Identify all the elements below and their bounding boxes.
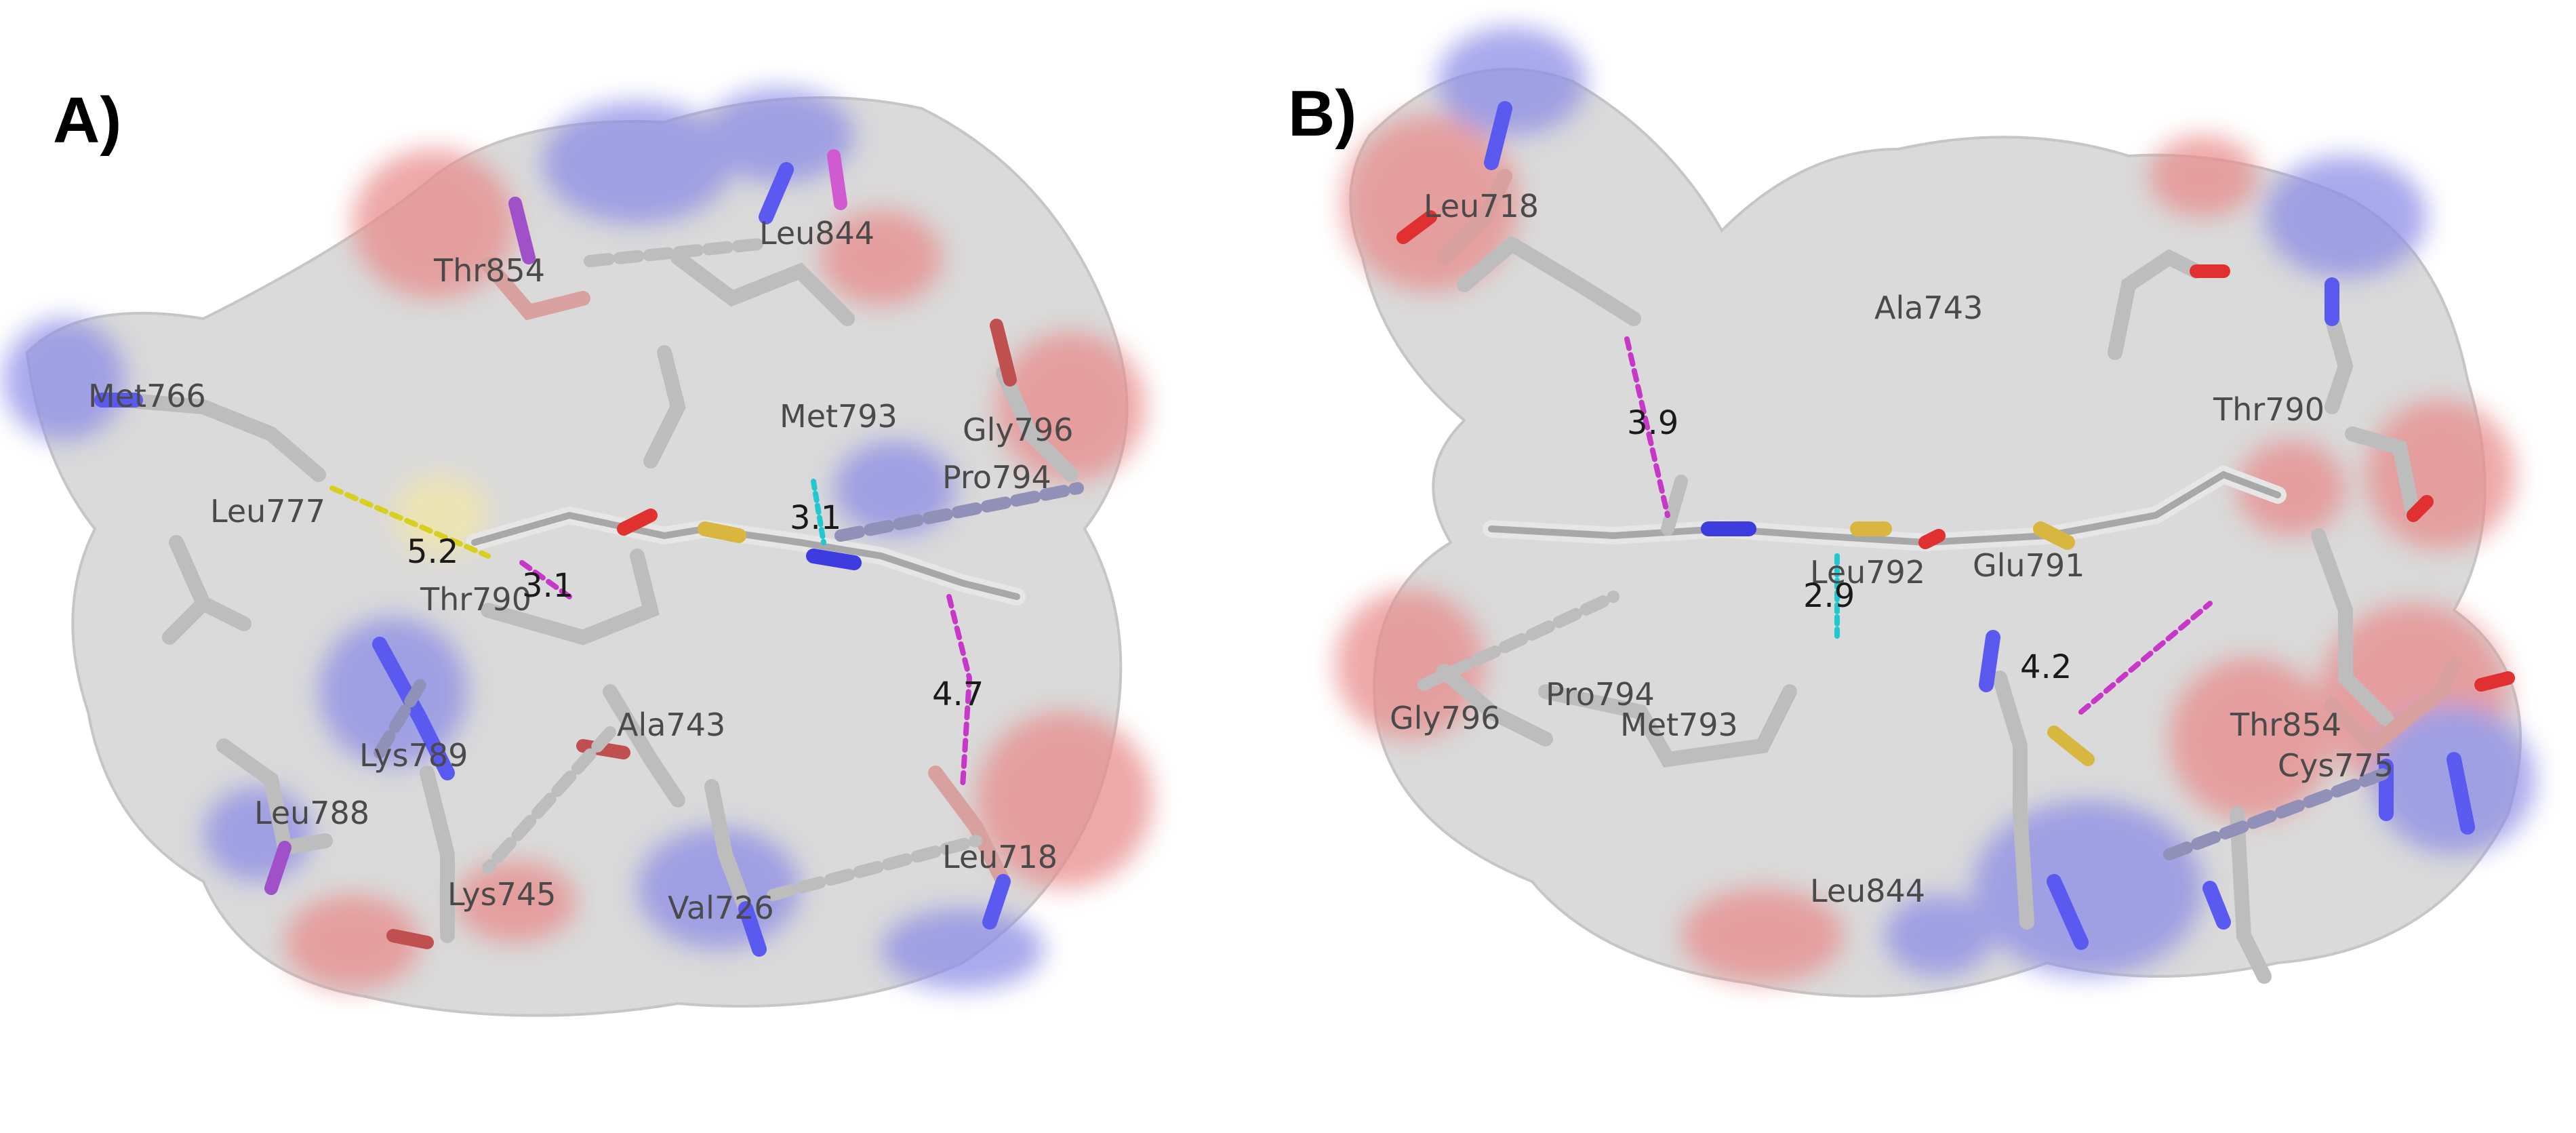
residue-label: Met766 xyxy=(88,378,206,414)
residue-label: Thr854 xyxy=(433,252,545,289)
panel-a: A) Thr854 Leu844 Met766 Met793 Gly796 Pr… xyxy=(3,84,1152,1017)
panel-b: B) Leu718 Ala743 Thr790 Leu792 Glu791 Gl… xyxy=(1288,0,2576,1133)
residue-sticks-b xyxy=(1396,101,2515,984)
distance-label: 3.9 xyxy=(1627,404,1678,442)
protein-surface-b xyxy=(1335,27,2535,998)
ligand-b xyxy=(1483,464,2287,768)
distance-label: 3.1 xyxy=(790,499,841,537)
residue-label: Val726 xyxy=(668,890,774,926)
residue-label: Cys775 xyxy=(2278,747,2394,784)
residue-label: Pro794 xyxy=(1546,676,1655,713)
residue-label: Leu844 xyxy=(1810,873,1925,909)
residue-label: Leu788 xyxy=(254,795,369,831)
distance-label: 5.2 xyxy=(407,533,458,571)
residue-label: Leu718 xyxy=(1424,188,1539,224)
residue-label: Thr854 xyxy=(2230,707,2341,743)
residue-label: Ala743 xyxy=(1874,290,1983,326)
residue-label: Met793 xyxy=(780,398,898,435)
interactions-b xyxy=(1417,336,2392,860)
residue-label: Thr790 xyxy=(2213,391,2325,428)
protein-surface-a xyxy=(3,88,1152,1017)
residue-label: Glu791 xyxy=(1973,547,2085,584)
panel-label-a: A) xyxy=(53,84,121,157)
residue-label: Lys789 xyxy=(359,737,468,774)
distance-label: 4.2 xyxy=(2020,648,2072,686)
panel-b-figure: B) Leu718 Ala743 Thr790 Leu792 Glu791 Gl… xyxy=(1288,27,2535,998)
residue-label: Leu777 xyxy=(210,493,325,530)
residue-label: Pro794 xyxy=(942,459,1051,496)
residue-label: Leu792 xyxy=(1810,554,1925,591)
distance-label: 4.7 xyxy=(932,675,984,713)
residue-label: Gly796 xyxy=(963,412,1073,448)
interactions-a xyxy=(329,238,1084,901)
residue-label: Lys745 xyxy=(447,876,556,913)
residue-label: Gly796 xyxy=(1390,700,1500,736)
panel-label-b: B) xyxy=(1288,77,1356,150)
residue-label: Ala743 xyxy=(617,707,725,743)
ligand-a xyxy=(466,506,1026,645)
residue-label: Thr790 xyxy=(420,581,531,618)
distance-label: 3.1 xyxy=(522,567,573,605)
residue-label: Leu718 xyxy=(942,839,1058,875)
distance-label: 2.9 xyxy=(1803,577,1855,615)
panel-a-figure: A) Thr854 Leu844 Met766 Met793 Gly796 Pr… xyxy=(3,84,1152,1017)
residue-label: Leu844 xyxy=(759,215,874,252)
residue-sticks-a xyxy=(94,149,1079,957)
residue-label: Met793 xyxy=(1620,707,1738,743)
